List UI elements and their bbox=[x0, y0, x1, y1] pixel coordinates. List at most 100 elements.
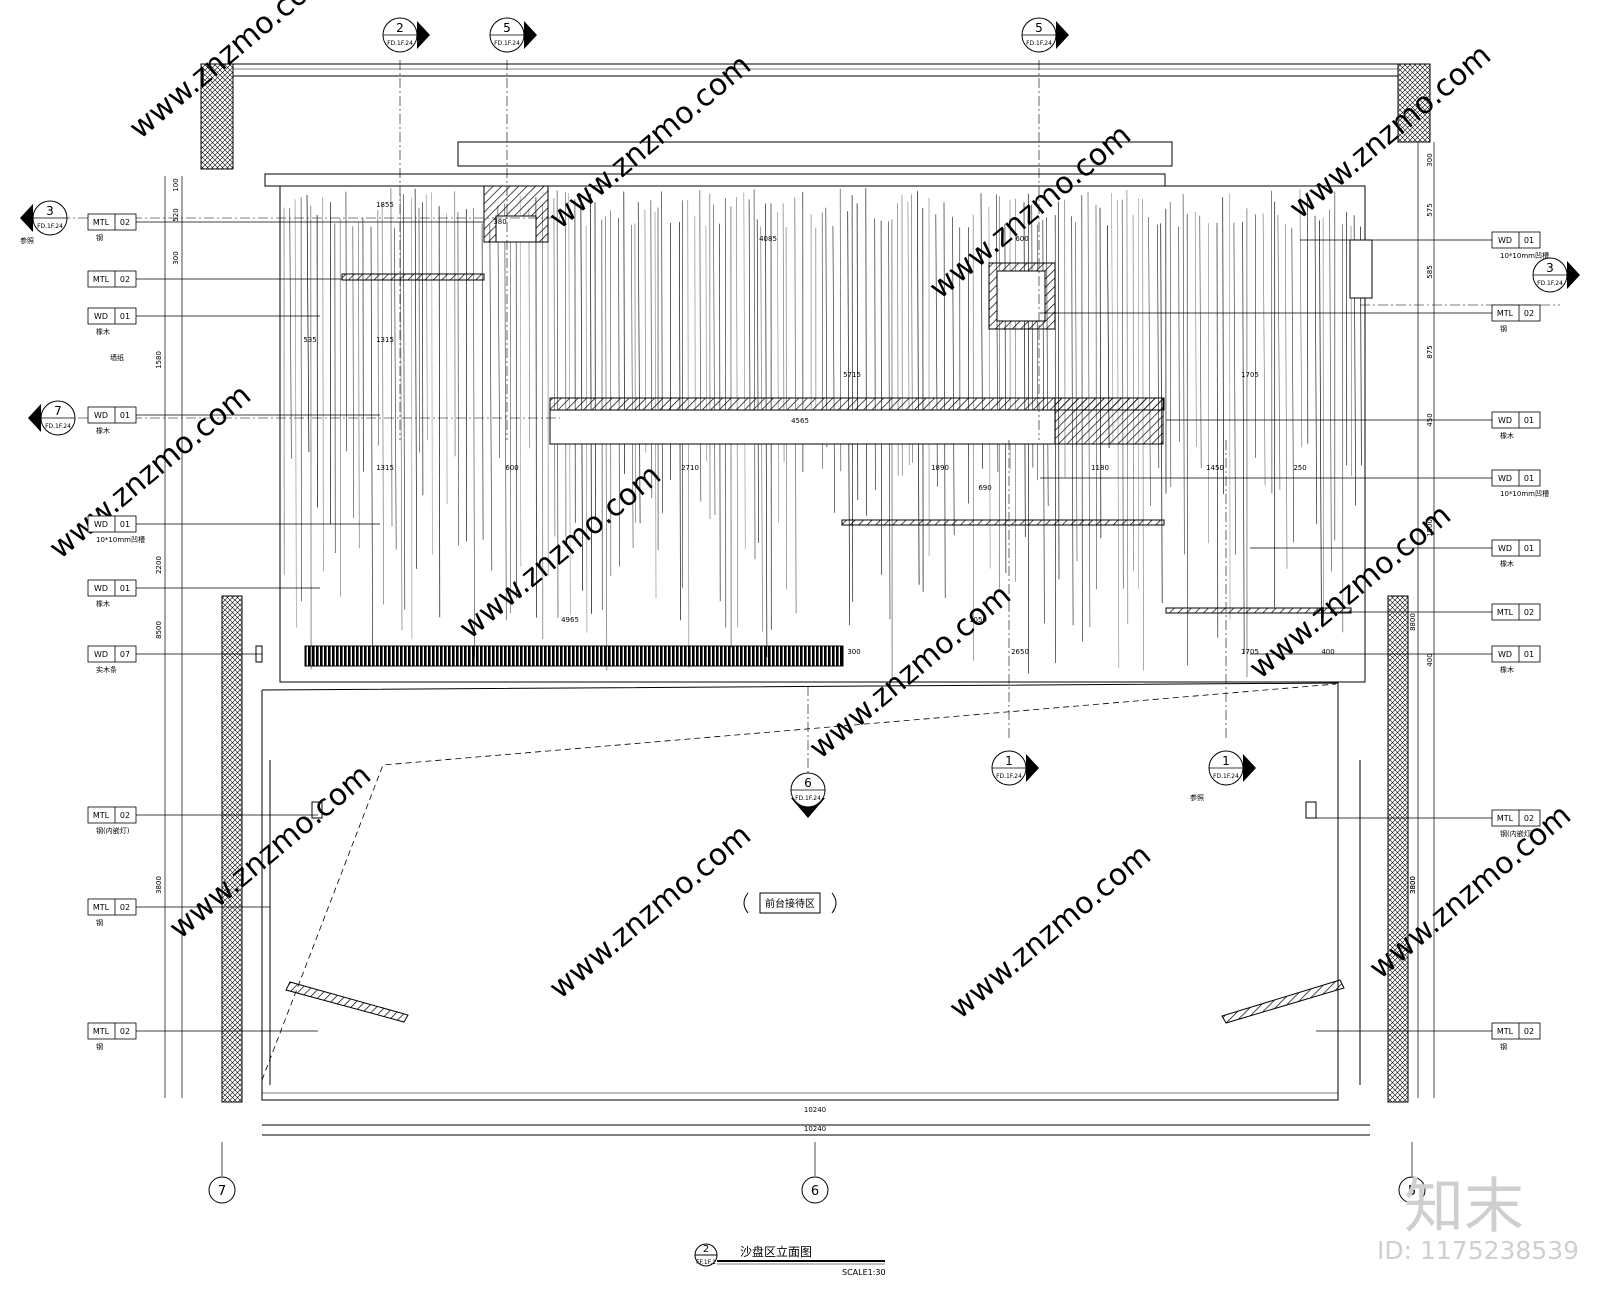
axis-bubble: 5 bbox=[1398, 1142, 1426, 1204]
ceiling-slab bbox=[200, 63, 1431, 187]
svg-text:3: 3 bbox=[1546, 261, 1554, 275]
wood-panel bbox=[255, 185, 1373, 683]
watermark-text: www.znzmo.com bbox=[943, 838, 1158, 1027]
section-marker: 1FD.1F.24 bbox=[1208, 750, 1256, 786]
tag-code: MTL bbox=[1497, 309, 1514, 318]
tag-code: WD bbox=[94, 411, 108, 420]
section-marker: 7FD.1F.24 bbox=[28, 400, 76, 436]
dim-label: 1890 bbox=[931, 464, 949, 472]
svg-text:5: 5 bbox=[503, 21, 511, 35]
tag-note: 10*10mm凹槽 bbox=[1500, 251, 1549, 260]
tag-note: 钢 bbox=[1500, 324, 1507, 333]
tag-code: WD bbox=[1498, 416, 1512, 425]
svg-text:参照: 参照 bbox=[20, 236, 34, 245]
svg-text:5: 5 bbox=[1035, 21, 1043, 35]
dim-label: 1180 bbox=[1091, 464, 1109, 472]
tag-note: 钢 bbox=[96, 233, 103, 242]
svg-text:FD.1F.24: FD.1F.24 bbox=[1213, 773, 1239, 780]
tag-number: 02 bbox=[1524, 1027, 1534, 1036]
watermark-text: www.znzmo.com bbox=[543, 818, 758, 1007]
drawing-title: 沙盘区立面图 bbox=[740, 1244, 812, 1259]
section-marker: 6FD.1F.24 bbox=[790, 772, 826, 818]
dim-label: 2200 bbox=[155, 556, 163, 574]
section-marker: 5FD.1F.24 bbox=[489, 17, 537, 53]
tag-number: 01 bbox=[1524, 544, 1534, 553]
tag-note: 10*10mm凹槽 bbox=[96, 535, 145, 544]
dim-label: 600 bbox=[505, 464, 518, 472]
tag-number: 01 bbox=[120, 520, 130, 529]
tag-note: 钢(内嵌灯) bbox=[1500, 829, 1534, 838]
tag-number: 02 bbox=[1524, 309, 1534, 318]
dim-label: 4085 bbox=[759, 235, 777, 243]
axis-bubble: 7 bbox=[208, 1142, 236, 1204]
dim-label: 535 bbox=[303, 336, 316, 344]
dim-label: 10240 bbox=[804, 1106, 826, 1114]
dim-label: 100 bbox=[172, 178, 180, 191]
dim-label: 4565 bbox=[791, 417, 809, 425]
tag-note: 钢(内嵌灯) bbox=[96, 826, 130, 835]
material-tag: MTL 02 钢 bbox=[1491, 304, 1541, 333]
dim-label: 1315 bbox=[376, 464, 394, 472]
tag-code: MTL bbox=[93, 1027, 110, 1036]
svg-text:FD.1F.24: FD.1F.24 bbox=[45, 423, 71, 430]
tag-code: WD bbox=[94, 584, 108, 593]
dim-label: 1705 bbox=[1241, 371, 1259, 379]
zone-label: 前台接待区 bbox=[743, 892, 837, 914]
tag-number: 02 bbox=[120, 218, 130, 227]
svg-text:FD.1F.24: FD.1F.24 bbox=[1537, 280, 1563, 287]
tag-number: 02 bbox=[120, 275, 130, 284]
dim-label: 1315 bbox=[376, 336, 394, 344]
dim-label: 2710 bbox=[681, 464, 699, 472]
watermark-text: www.znzmo.com bbox=[803, 578, 1018, 767]
tag-note: 橡木 bbox=[96, 426, 110, 435]
tag-code: WD bbox=[94, 520, 108, 529]
tag-note: 实木条 bbox=[96, 665, 117, 674]
svg-text:FD.1F.24: FD.1F.24 bbox=[1026, 40, 1052, 47]
tag-code: MTL bbox=[93, 811, 110, 820]
dim-label: 400 bbox=[1426, 653, 1434, 666]
axis-bubble: 6 bbox=[801, 1142, 829, 1204]
tag-number: 01 bbox=[120, 411, 130, 420]
tag-number: 02 bbox=[120, 903, 130, 912]
section-marker: 2FD.1F.24 bbox=[382, 17, 430, 53]
tag-code: MTL bbox=[1497, 608, 1514, 617]
dim-label: 5715 bbox=[843, 371, 861, 379]
tag-code: MTL bbox=[93, 903, 110, 912]
dim-label: 8500 bbox=[155, 621, 163, 639]
brand-id: ID: 1175238539 bbox=[1377, 1236, 1580, 1265]
tag-code: MTL bbox=[1497, 1027, 1514, 1036]
section-marker: 5FD.1F.24 bbox=[1021, 17, 1069, 53]
dim-label: 8800 bbox=[1409, 613, 1417, 631]
material-tag: WD 01 10*10mm凹槽 bbox=[87, 515, 145, 544]
dim-label: 1580 bbox=[155, 351, 163, 369]
dim-label: 3800 bbox=[1409, 876, 1417, 894]
dim-label: 250 bbox=[1293, 464, 1306, 472]
dim-label: 4965 bbox=[561, 616, 579, 624]
dim-label: 3800 bbox=[155, 876, 163, 894]
svg-text:1: 1 bbox=[1005, 754, 1013, 768]
svg-text:2: 2 bbox=[396, 21, 404, 35]
tag-note: 钢 bbox=[1500, 1042, 1507, 1051]
tag-note: 橡木 bbox=[96, 327, 110, 336]
svg-text:5: 5 bbox=[1408, 1184, 1416, 1199]
svg-text:FD.1F.24: FD.1F.24 bbox=[37, 223, 63, 230]
tag-code: WD bbox=[1498, 236, 1512, 245]
title-bubble-num: 2 bbox=[703, 1244, 709, 1255]
tag-note: 钢 bbox=[96, 1042, 103, 1051]
tag-code: MTL bbox=[1497, 814, 1514, 823]
reception-zone bbox=[221, 595, 1409, 1136]
dim-label: 300 bbox=[172, 251, 180, 264]
watermark-text: www.znzmo.com bbox=[43, 378, 258, 567]
svg-text:7: 7 bbox=[218, 1184, 226, 1199]
tag-code: WD bbox=[1498, 474, 1512, 483]
dim-label: 400 bbox=[1321, 648, 1334, 656]
tag-number: 01 bbox=[120, 312, 130, 321]
